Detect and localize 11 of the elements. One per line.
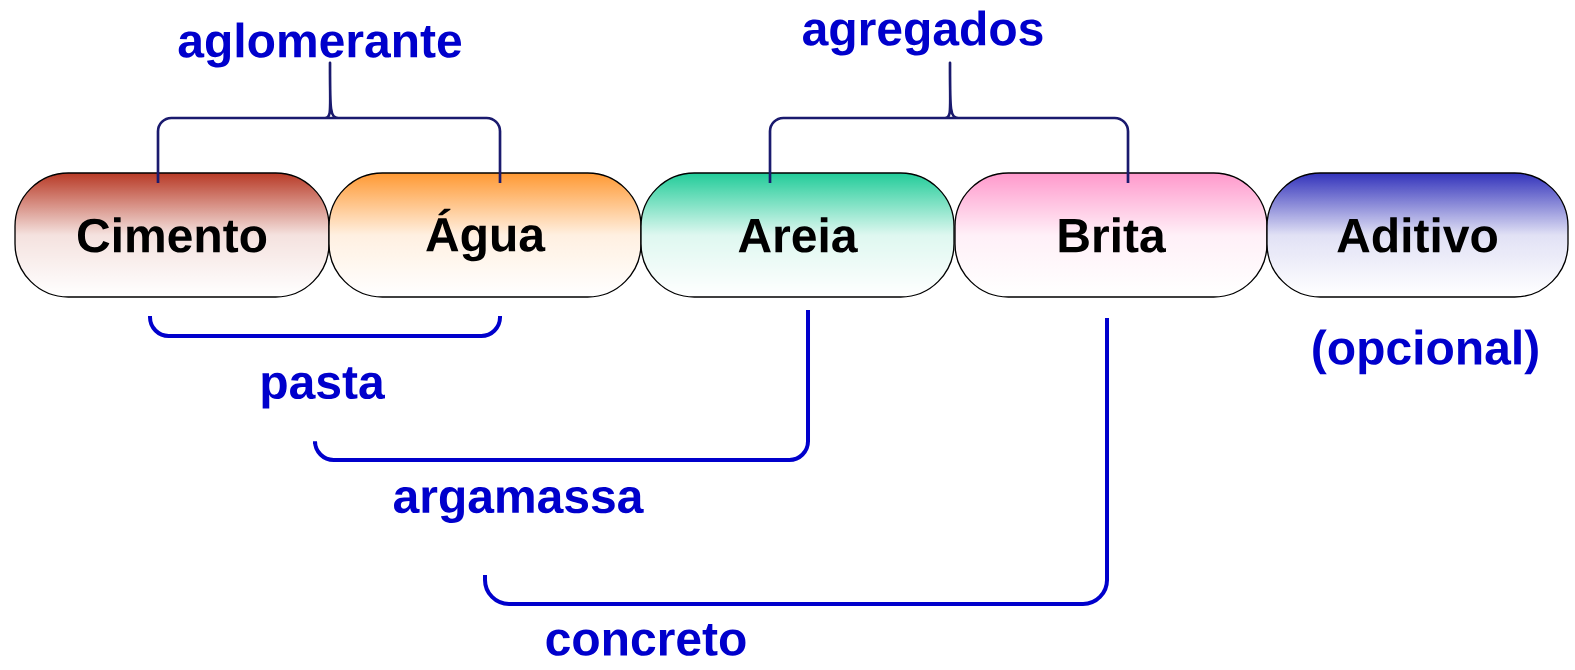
component-pill: Aditivo — [1266, 172, 1569, 298]
bracket-label: pasta — [262, 367, 385, 409]
bracket-label: concreto — [546, 624, 746, 656]
bracket-label: argamassa — [394, 487, 644, 523]
component-pill: Cimento — [14, 172, 330, 298]
component-pill: Brita — [954, 172, 1268, 298]
note-text: (opcional) — [1313, 329, 1538, 375]
component-pill: Água — [328, 172, 642, 298]
bracket-label: aglomerante — [178, 22, 462, 68]
component-pill: Areia — [640, 172, 955, 298]
bracket-label: agregados — [803, 10, 1043, 56]
